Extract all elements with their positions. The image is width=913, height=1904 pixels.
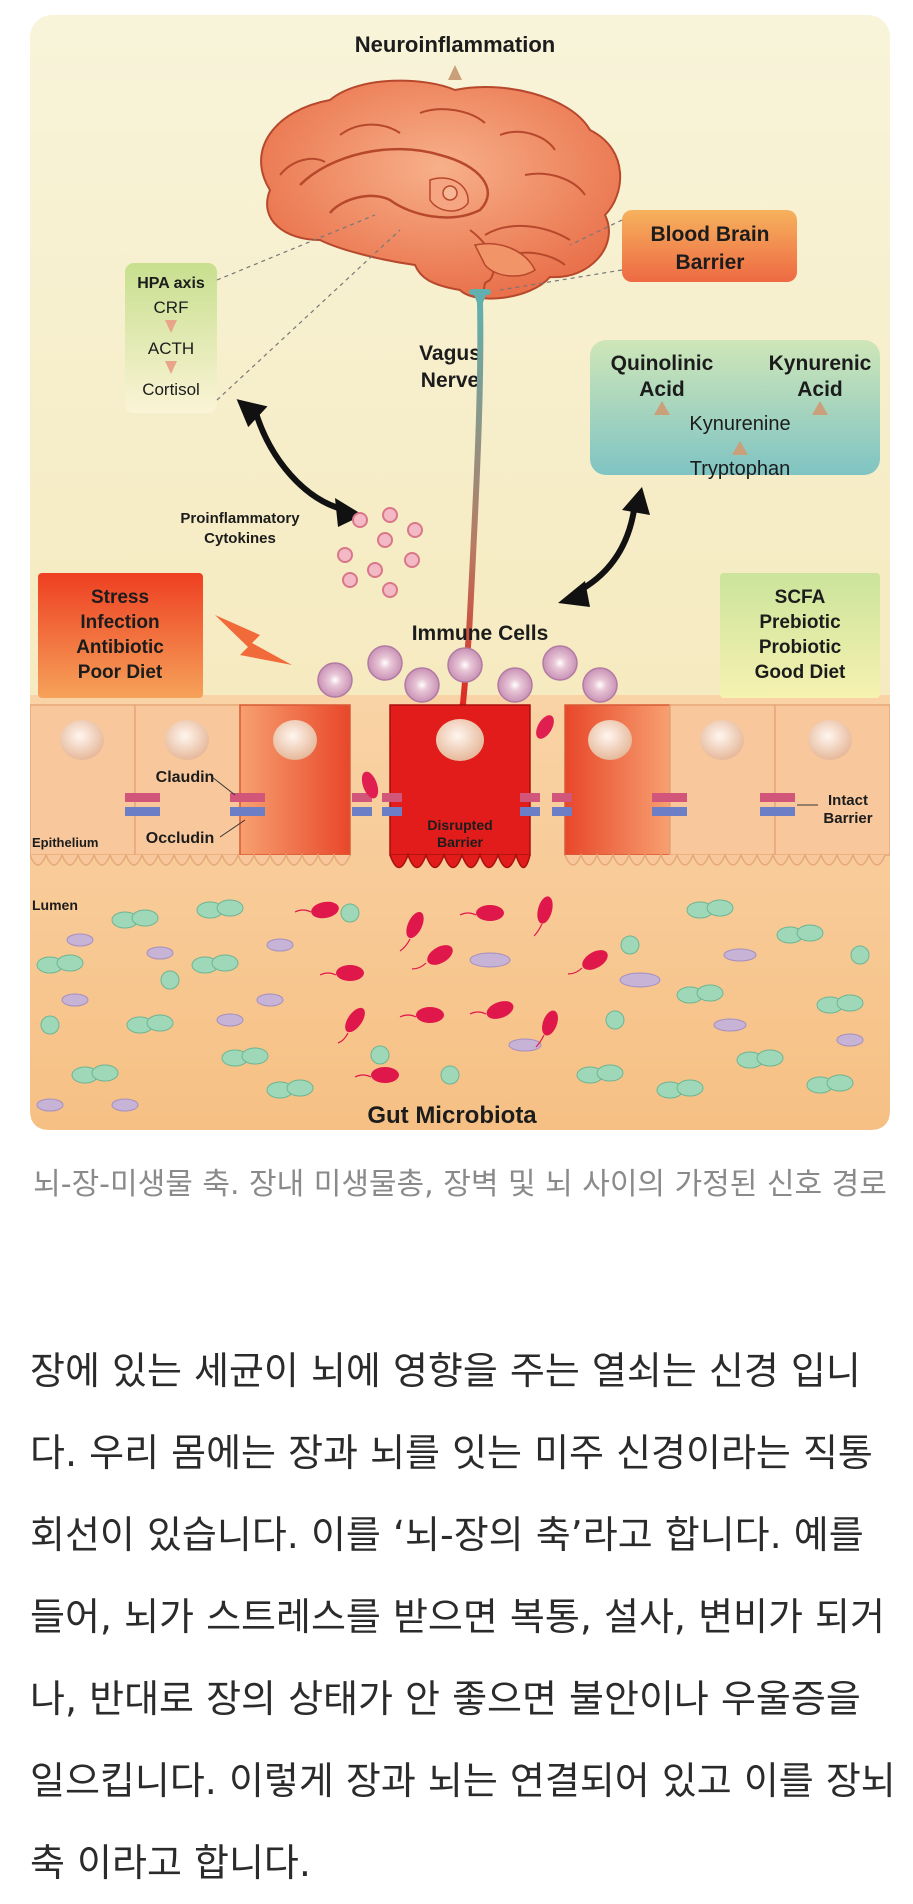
intact-barrier-line1: Intact (828, 792, 868, 809)
occludin-label: Occludin (146, 830, 214, 847)
kynurenic-acid-line2: Acid (797, 378, 843, 401)
vagus-nerve-label-line1: Vagus (419, 342, 481, 365)
kyn-arrow-left (654, 401, 670, 415)
stress-item-3: Antibiotic (76, 637, 164, 658)
gut-microbiota-label: Gut Microbiota (367, 1102, 537, 1129)
stress-item-1: Stress (91, 587, 149, 608)
immune-cells-label: Immune Cells (412, 622, 549, 645)
bbb-connector (569, 219, 623, 246)
cytokines-label-line2: Cytokines (204, 530, 276, 547)
gut-brain-axis-diagram: Neuroinflammation Blood Brain Barrier HP… (30, 15, 890, 1130)
stress-item-4: Poor Diet (78, 662, 163, 683)
gut-bacteria (36, 896, 870, 1112)
stress-item-2: Infection (80, 612, 159, 633)
kynurenic-acid-line1: Kynurenic (769, 352, 872, 375)
claudin-label: Claudin (156, 769, 215, 786)
bbb-label-line2: Barrier (676, 251, 745, 274)
hpa-arrow-2 (165, 361, 177, 374)
invading-bacteria (361, 715, 554, 799)
scfa-box: SCFA Prebiotic Probiotic Good Diet (720, 573, 880, 698)
kynurenine-pathway-box: Quinolinic Acid Kynurenic Acid Kynurenin… (590, 340, 880, 480)
neuroinflammation-label: Neuroinflammation (355, 32, 555, 57)
quinolinic-acid-line2: Acid (639, 378, 685, 401)
scfa-item-1: SCFA (775, 587, 826, 608)
lumen-label: Lumen (32, 897, 78, 913)
intact-barrier-line2: Barrier (823, 810, 872, 827)
tight-junctions (125, 793, 795, 816)
occludin-leader (219, 819, 246, 838)
hpa-axis-title: HPA axis (137, 275, 205, 292)
scfa-item-3: Probiotic (759, 637, 842, 658)
epithelium-layer (30, 704, 890, 869)
hpa-axis-box: HPA axis CRF ACTH Cortisol (125, 263, 217, 413)
kynurenine-double-arrow (558, 487, 650, 607)
cytokine-particles (337, 507, 423, 598)
scfa-item-2: Prebiotic (759, 612, 841, 633)
brain-illustration (260, 79, 622, 301)
tryptophan-arrow (732, 441, 748, 455)
blood-brain-barrier-box: Blood Brain Barrier (622, 210, 797, 282)
figure-caption: 뇌-장-미생물 축. 장내 미생물총, 장벽 및 뇌 사이의 가정된 신호 경로 (33, 1167, 887, 1202)
disrupted-barrier-line2: Barrier (437, 834, 483, 850)
cytokines-label-line1: Proinflammatory (180, 510, 300, 527)
kyn-arrow-right (812, 401, 828, 415)
lightning-icon (215, 615, 292, 665)
hpa-double-arrow (236, 399, 363, 527)
immune-cell-group (317, 645, 618, 703)
hpa-step-cortisol: Cortisol (142, 380, 200, 399)
stress-factors-box: Stress Infection Antibiotic Poor Diet (38, 573, 203, 698)
disrupted-barrier-line1: Disrupted (427, 817, 492, 833)
vagus-nerve-label-line2: Nerve (421, 369, 479, 392)
neuroinflammation-arrow (448, 65, 462, 80)
epithelium-label: Epithelium (32, 835, 98, 850)
hpa-step-crf: CRF (154, 298, 189, 317)
hpa-step-acth: ACTH (148, 339, 194, 358)
tryptophan-label: Tryptophan (690, 458, 790, 480)
claudin-leader (211, 776, 236, 796)
article-paragraph: 장에 있는 세균이 뇌에 영향을 주는 열쇠는 신경 입니다. 우리 몸에는 장… (30, 1349, 896, 1885)
scfa-item-4: Good Diet (755, 662, 846, 683)
hpa-arrow-1 (165, 320, 177, 333)
quinolinic-acid-line1: Quinolinic (611, 352, 714, 375)
bbb-label-line1: Blood Brain (651, 223, 770, 246)
hpa-connector-bottom (216, 229, 401, 401)
kynurenine-label: Kynurenine (689, 413, 790, 435)
